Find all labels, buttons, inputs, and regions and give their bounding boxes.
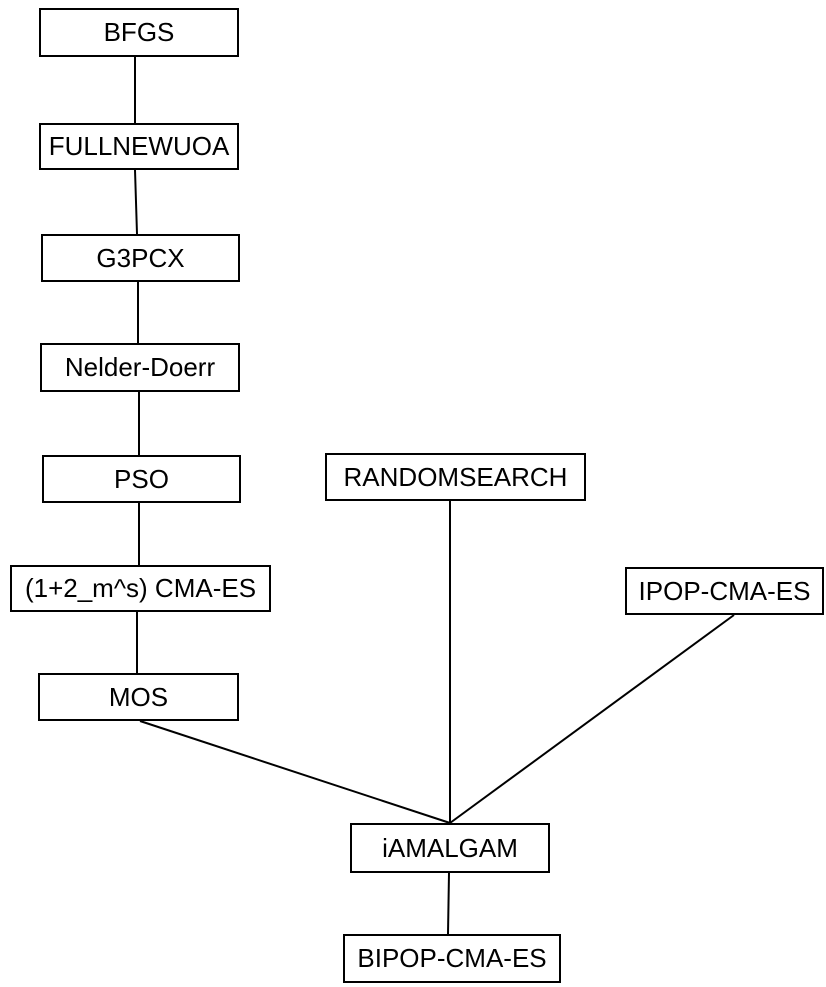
node-pso: PSO	[42, 455, 241, 503]
node-label: BFGS	[103, 17, 175, 47]
edge-iamalgam-bipop	[447, 872, 450, 935]
node-bfgs: BFGS	[39, 8, 239, 57]
node-label: Nelder-Doerr	[64, 352, 216, 382]
node-randomsearch: RANDOMSEARCH	[325, 453, 586, 501]
node-label: iAMALGAM	[382, 832, 518, 863]
node-label: BIPOP-CMA-ES	[357, 943, 547, 973]
node-mos: MOS	[38, 673, 239, 721]
node-fullnewuoa: FULLNEWUOA	[39, 123, 239, 170]
node-label: RANDOMSEARCH	[343, 461, 568, 492]
node-label: MOS	[108, 681, 169, 712]
node-g3pcx: G3PCX	[41, 234, 240, 282]
node-bipop-cma-es: BIPOP-CMA-ES	[343, 934, 561, 983]
node-cmaes-1-2: (1+2_m^s) CMA-ES	[10, 565, 271, 612]
node-label: IPOP-CMA-ES	[638, 575, 811, 606]
node-iamalgam: iAMALGAM	[350, 823, 550, 873]
node-ipop-cma-es: IPOP-CMA-ES	[625, 567, 824, 615]
node-label: (1+2_m^s) CMA-ES	[24, 573, 257, 603]
node-label: G3PCX	[96, 242, 185, 273]
edge-mos-iamalgam	[139, 720, 451, 824]
node-nelder-doerr: Nelder-Doerr	[40, 343, 240, 392]
node-label: PSO	[114, 463, 169, 494]
node-label: FULLNEWUOA	[48, 131, 230, 161]
edge-fullnewuoa-g3pcx	[134, 169, 138, 235]
edge-ipop-iamalgam	[449, 614, 735, 824]
